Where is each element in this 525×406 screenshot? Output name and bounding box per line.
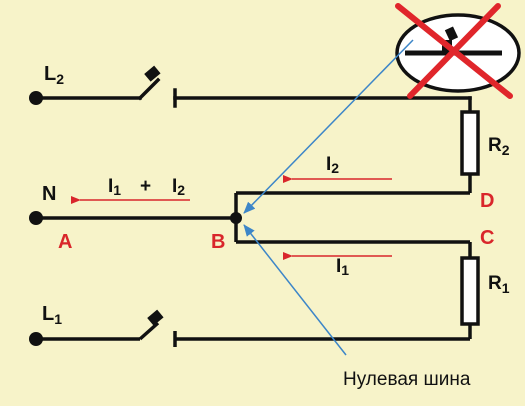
wire-l1 — [36, 321, 472, 347]
label-l2: L2 — [44, 63, 64, 87]
node-b — [230, 212, 242, 224]
label-l1: L1 — [42, 303, 62, 327]
terminal-l2 — [29, 91, 43, 105]
crossed-out-lamp-icon — [395, 3, 521, 99]
terminal-n — [29, 211, 43, 225]
label-point-b: B — [211, 231, 225, 253]
pointer-label-to-bus — [243, 224, 347, 356]
label-plus: + — [140, 176, 151, 197]
pointer-lamp-to-bus — [243, 39, 414, 214]
wire-l2 — [34, 77, 472, 114]
switch-icon — [144, 65, 161, 82]
switch-icon — [147, 309, 164, 326]
label-branch-i2: I2 — [326, 154, 339, 176]
label-r1: R1 — [488, 273, 510, 296]
label-branch-i1: I1 — [336, 256, 349, 278]
wire-r2-to-b — [234, 174, 472, 258]
resistor-icon — [460, 110, 480, 176]
label-point-a: A — [58, 231, 72, 253]
resistor-icon — [460, 256, 480, 326]
label-r2: R2 — [488, 135, 510, 158]
terminal-l1 — [29, 332, 43, 346]
label-n: N — [42, 183, 56, 205]
label-current-i1: I1 — [108, 176, 121, 198]
label-point-c: C — [480, 227, 494, 249]
label-point-d: D — [480, 190, 494, 212]
label-neutral-bus: Нулевая шина — [343, 369, 471, 390]
label-current-i2: I2 — [172, 176, 185, 198]
